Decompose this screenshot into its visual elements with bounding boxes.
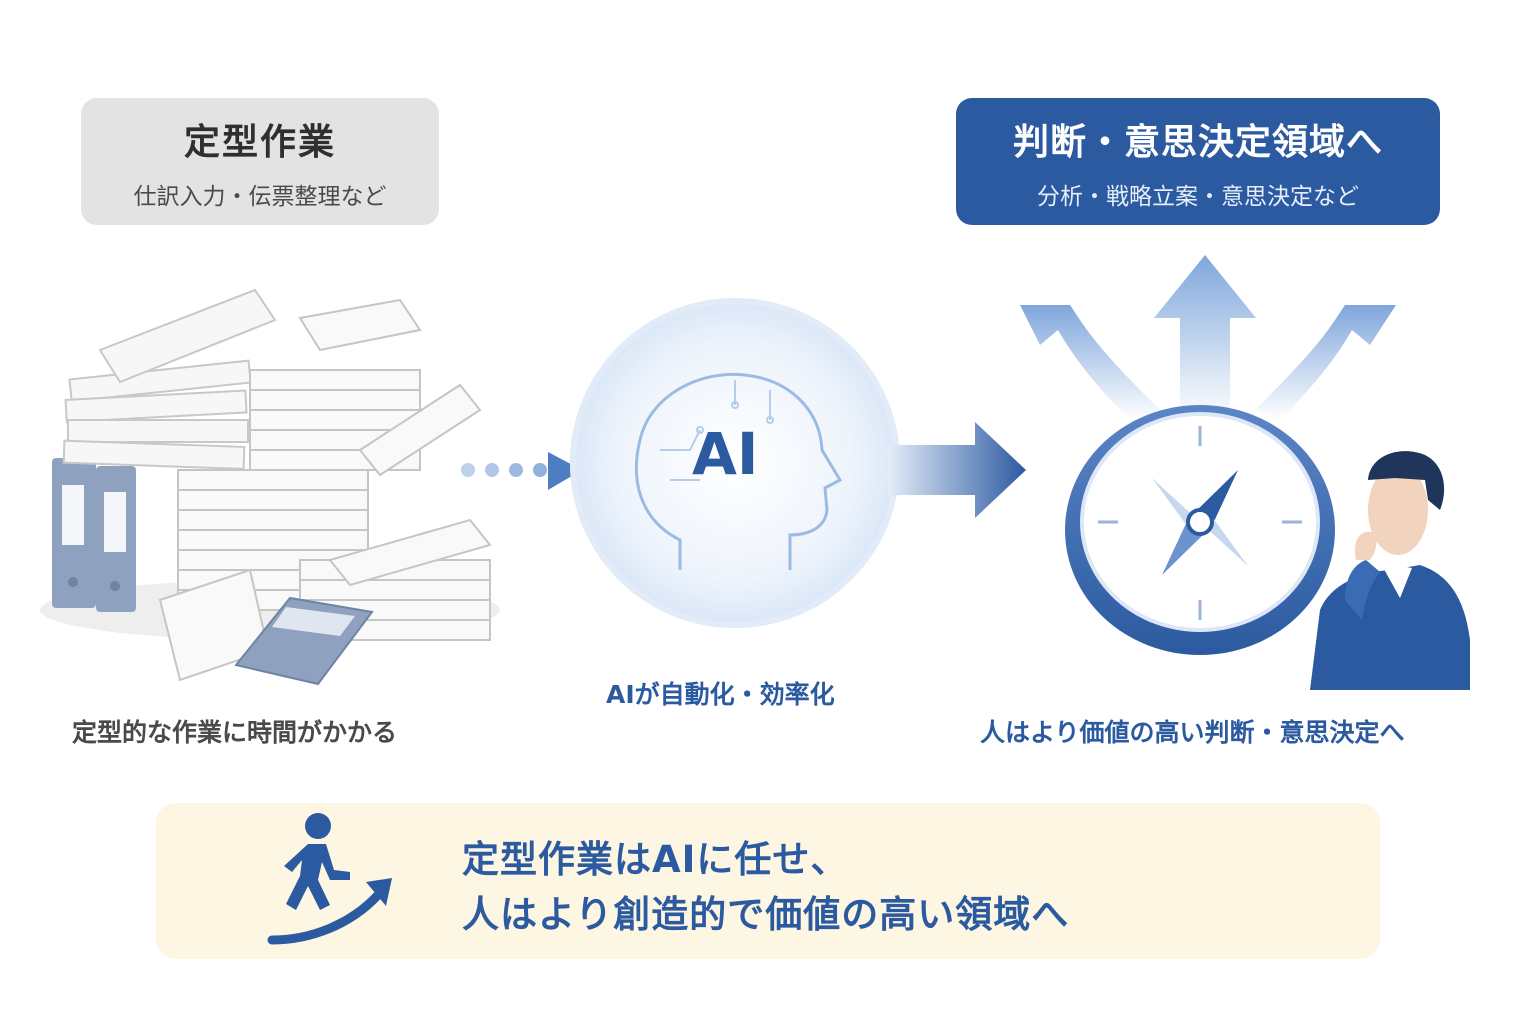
summary-line-2: 人はより創造的で価値の高い領域へ bbox=[462, 893, 1070, 936]
calculator-icon bbox=[234, 596, 374, 686]
up-arrows-icon bbox=[1020, 255, 1396, 420]
caption-right: 人はより価値の高い判断・意思決定へ bbox=[980, 718, 1405, 747]
routine-work-box: 定型作業 仕訳入力・伝票整理など bbox=[81, 98, 439, 225]
paper-stack-illustration bbox=[40, 288, 500, 686]
decision-area-box: 判断・意思決定領域へ 分析・戦略立案・意思決定など bbox=[956, 98, 1440, 225]
dotted-arrow-icon bbox=[461, 452, 582, 490]
summary-text: 定型作業はAIに任せ、 人はより創造的で価値の高い領域へ bbox=[462, 832, 1069, 942]
ai-label: AI bbox=[692, 420, 759, 488]
compass-icon bbox=[1065, 405, 1335, 655]
thinking-person-icon bbox=[1310, 451, 1470, 690]
caption-left: 定型的な作業に時間がかかる bbox=[72, 718, 398, 747]
decision-area-subtitle: 分析・戦略立案・意思決定など bbox=[1037, 183, 1359, 210]
summary-line-1: 定型作業はAIに任せ、 bbox=[462, 838, 849, 881]
routine-work-title: 定型作業 bbox=[183, 121, 336, 163]
right-arrow-icon bbox=[888, 422, 1026, 518]
routine-work-subtitle: 仕訳入力・伝票整理など bbox=[133, 183, 387, 210]
decision-area-title: 判断・意思決定領域へ bbox=[1012, 121, 1383, 163]
caption-middle: AIが自動化・効率化 bbox=[606, 680, 835, 709]
